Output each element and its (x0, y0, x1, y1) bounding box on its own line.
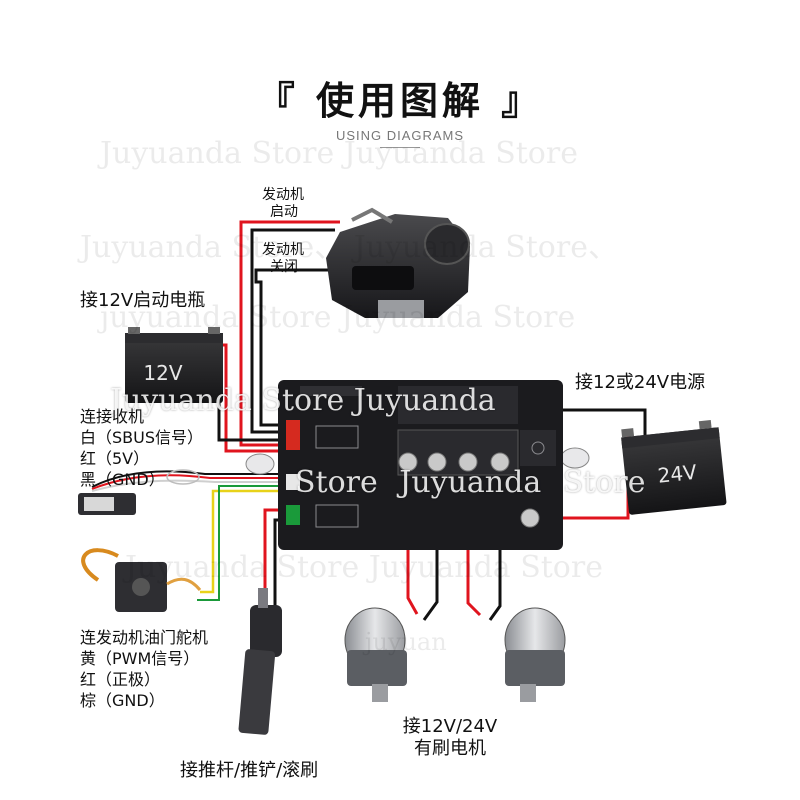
page-subtitle: USING DIAGRAMS (335, 128, 465, 143)
receiver-label: 连接收机 白（SBUS信号） 红（5V） 黑（GND） (80, 407, 204, 489)
servo-wires (197, 485, 282, 601)
actuator-label: 接推杆/推铲/滚刷 (180, 760, 319, 781)
motor-controller (245, 380, 590, 550)
rc-receiver (78, 493, 136, 515)
engine-stop-label: 发动机 关闭 (262, 242, 304, 275)
linear-actuator (238, 588, 282, 735)
battery-12v: 12V (125, 327, 223, 403)
engine-control-wires (239, 220, 350, 447)
brushed-motor-left (344, 607, 407, 702)
battery-12v-mark: 12V (143, 361, 182, 385)
motor-label: 接12V/24V 有刷电机 (402, 716, 498, 759)
servo-label: 连发动机油门舵机 黄（PWM信号） 红（正极） 棕（GND） (80, 628, 209, 710)
page-title: 『 使用图解 』 (256, 79, 544, 123)
battery-24v-mark: 24V (656, 460, 698, 488)
engine-image (326, 207, 470, 318)
power-supply-label: 接12或24V电源 (575, 372, 706, 393)
battery-12v-label: 接12V启动电瓶 (80, 290, 206, 311)
receiver-wires (91, 469, 282, 492)
battery-24v: 24V (621, 419, 727, 515)
brushed-motor-right (504, 607, 566, 702)
throttle-servo (81, 548, 202, 612)
engine-start-label: 发动机 启动 (262, 187, 304, 220)
title-divider (380, 147, 420, 148)
